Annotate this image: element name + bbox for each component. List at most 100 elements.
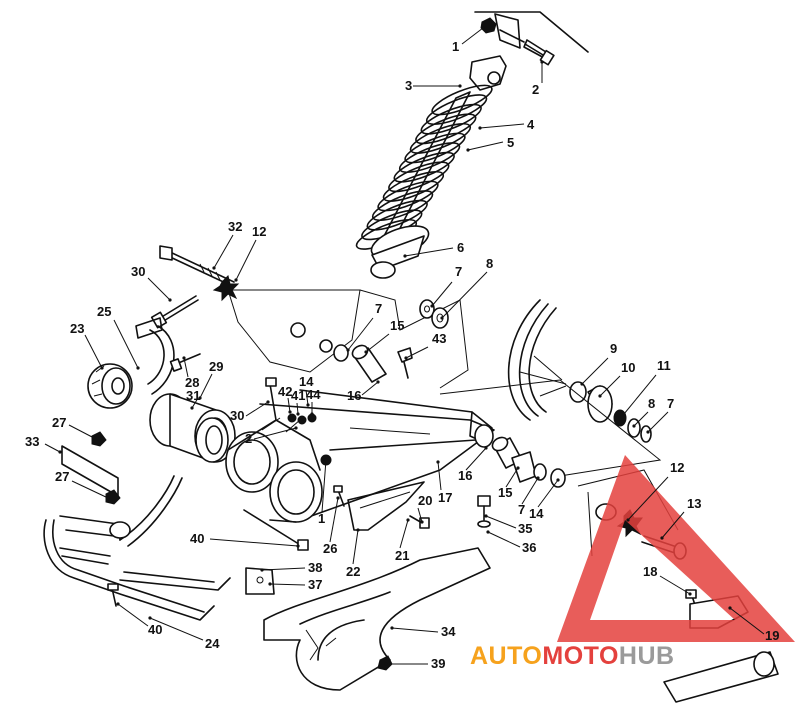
callout-c44: 44	[306, 387, 321, 416]
leader-arrow-tip	[466, 148, 470, 152]
callout-c39: 39	[384, 656, 445, 671]
leader-arrow-tip	[376, 380, 380, 384]
callout-number: 19	[765, 628, 779, 643]
leader-arrow-tip	[336, 496, 340, 500]
leader-line	[521, 477, 539, 505]
leader-arrow-tip	[540, 60, 544, 64]
callout-number: 28	[185, 375, 199, 390]
callout-c40a: 40	[190, 531, 300, 548]
callout-number: 44	[306, 387, 321, 402]
leader-arrow-tip	[198, 396, 202, 400]
callout-c7b: 7	[346, 301, 382, 352]
callout-c16b: 16	[458, 446, 488, 483]
leader-line	[305, 389, 309, 406]
idler-bracket-25	[135, 317, 175, 395]
chain-guard-34	[263, 547, 491, 691]
callout-number: 10	[621, 360, 635, 375]
pivot-housing	[225, 417, 323, 523]
hub-10	[587, 385, 613, 423]
callout-c7a: 7	[430, 264, 462, 308]
leader-line	[117, 603, 149, 627]
leader-arrow-tip	[384, 662, 388, 666]
leader-arrow-tip	[622, 412, 626, 416]
leader-arrow-tip	[484, 446, 488, 450]
callout-number: 21	[395, 548, 409, 563]
leader-arrow-tip	[116, 602, 120, 606]
callout-number: 15	[498, 485, 512, 500]
leader-line	[487, 531, 521, 548]
leader-arrow-tip	[356, 528, 360, 532]
leader-arrow-tip	[598, 394, 602, 398]
callout-number: 7	[518, 502, 525, 517]
callout-number: 20	[418, 493, 432, 508]
leader-line	[261, 567, 306, 571]
leader-arrow-tip	[260, 568, 264, 572]
callout-c8a: 8	[440, 256, 493, 320]
callout-number: 5	[507, 135, 514, 150]
leader-line	[84, 334, 103, 369]
leader-line	[441, 271, 488, 319]
callout-number: 2	[245, 431, 252, 446]
callout-c6: 6	[403, 240, 464, 258]
callout-number: 36	[522, 540, 536, 555]
leader-arrow-tip	[168, 298, 172, 302]
callout-number: 34	[441, 624, 456, 639]
callout-c30b: 30	[131, 264, 172, 302]
callout-c8b: 8	[632, 396, 655, 428]
callout-number: 14	[529, 506, 544, 521]
leader-line	[213, 234, 234, 269]
callout-c19: 19	[728, 606, 779, 643]
leader-line	[505, 467, 519, 488]
callout-number: 6	[457, 240, 464, 255]
callout-c4: 4	[478, 117, 535, 132]
washer-8-upper	[431, 307, 449, 329]
leader-line	[633, 411, 649, 427]
leader-arrow-tip	[294, 426, 298, 430]
callout-c9: 9	[580, 341, 617, 386]
callout-c37: 37	[268, 577, 322, 592]
sleeve-15-upper	[351, 344, 387, 383]
leader-arrow-tip	[458, 84, 462, 88]
callout-number: 7	[455, 264, 462, 279]
leader-arrow-tip	[288, 410, 292, 414]
callout-number: 7	[667, 396, 674, 411]
bearing-31	[195, 417, 229, 463]
callout-c41: 41	[291, 388, 305, 416]
callout-number: 9	[610, 341, 617, 356]
leader-line	[417, 507, 423, 523]
leader-arrow-tip	[92, 436, 96, 440]
callout-c36: 36	[486, 530, 536, 555]
callout-c20: 20	[417, 493, 432, 524]
callout-number: 8	[648, 396, 655, 411]
leader-arrow-tip	[486, 530, 490, 534]
leader-line	[404, 247, 454, 257]
leader-arrow-tip	[148, 616, 152, 620]
leader-line	[296, 402, 299, 415]
left-brace-33	[61, 445, 119, 497]
bolt-40-lower	[107, 583, 119, 607]
leader-arrow-tip	[430, 304, 434, 308]
bolt-26	[333, 485, 345, 507]
callout-c7d: 7	[518, 476, 540, 517]
callout-c18: 18	[643, 564, 692, 596]
leader-arrow-tip	[580, 382, 584, 386]
callout-number: 40	[148, 622, 162, 637]
callout-c23: 23	[70, 321, 104, 370]
callout-number: 38	[308, 560, 322, 575]
callout-number: 27	[52, 415, 66, 430]
leader-arrow-tip	[484, 514, 488, 518]
callout-c15a: 15	[364, 318, 404, 354]
sleeve-15-lower	[511, 451, 537, 483]
leader-line	[623, 374, 657, 415]
watermark-word-moto: MOTO	[542, 642, 619, 670]
callout-c33: 33	[25, 434, 62, 454]
leader-line	[253, 427, 297, 440]
leader-line	[287, 397, 291, 413]
leader-arrow-tip	[324, 458, 328, 462]
callout-c32: 32	[212, 219, 242, 270]
leader-arrow-tip	[436, 460, 440, 464]
svg-text:AUTOMOTOHUB: AUTOMOTOHUB	[470, 642, 675, 670]
leader-line	[537, 479, 559, 508]
washer-7-right	[640, 425, 652, 443]
